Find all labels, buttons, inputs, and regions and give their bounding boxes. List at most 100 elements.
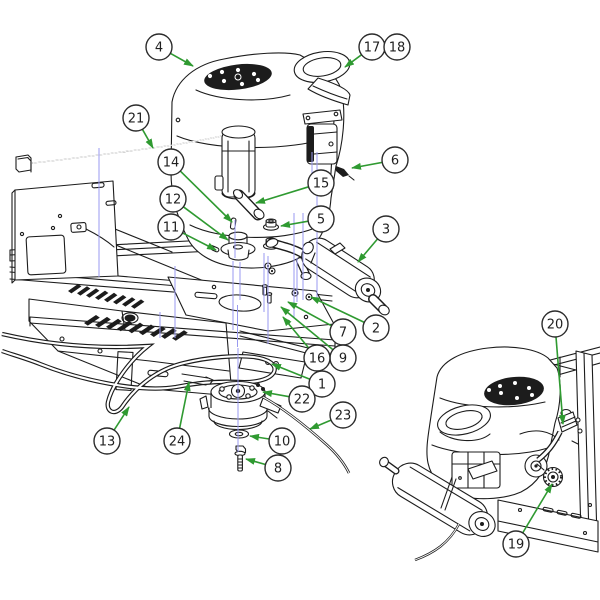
callout-number-20: 20: [547, 318, 564, 333]
callout-14[interactable]: 14: [157, 148, 233, 223]
callout-balloon-20[interactable]: [541, 310, 569, 338]
alignment-lines: [98, 148, 318, 452]
wire-connector: [15, 154, 32, 173]
muffler-illustration: [301, 237, 390, 316]
callout-balloon-3[interactable]: [372, 215, 400, 243]
leader-arrow-6: [351, 161, 383, 170]
callout-number-16: 16: [309, 352, 326, 367]
leader-arrow-8: [245, 458, 266, 466]
clutch-illustration: [199, 380, 282, 431]
callout-20[interactable]: 20: [541, 310, 569, 425]
leader-arrow-1: [271, 363, 311, 380]
callout-number-7: 7: [339, 326, 347, 341]
leader-arrow-9: [280, 306, 334, 351]
callout-number-22: 22: [294, 393, 311, 408]
callout-balloon-8[interactable]: [264, 454, 292, 482]
callout-17[interactable]: 17: [344, 33, 386, 68]
callout-8[interactable]: 8: [245, 454, 292, 482]
leader-arrow-21: [141, 128, 154, 149]
callout-number-24: 24: [169, 435, 186, 450]
clutch-cable: [262, 395, 351, 474]
fan-screen-holes: [207, 67, 261, 87]
callout-number-23: 23: [335, 409, 352, 424]
leader-arrow-7: [287, 301, 332, 327]
leader-arrow-3: [357, 238, 379, 263]
callout-balloon-11[interactable]: [157, 213, 185, 241]
leader-arrow-4: [169, 52, 194, 67]
callout-number-9: 9: [339, 352, 347, 367]
callout-6[interactable]: 6: [351, 146, 409, 174]
callout-number-1: 1: [318, 378, 326, 393]
callout-23[interactable]: 23: [309, 401, 357, 430]
callout-22[interactable]: 22: [262, 385, 316, 413]
callout-balloon-10[interactable]: [268, 427, 296, 455]
leader-arrow-5: [280, 220, 309, 228]
leader-arrow-13: [113, 406, 130, 431]
callout-balloon-6[interactable]: [381, 146, 409, 174]
leader-arrow-10: [249, 433, 270, 441]
callout-number-14: 14: [163, 156, 180, 171]
callout-24[interactable]: 24: [163, 381, 191, 455]
callout-21[interactable]: 21: [122, 104, 154, 149]
callout-balloon-18[interactable]: [383, 33, 411, 61]
callout-11[interactable]: 11: [157, 213, 217, 251]
callout-balloon-12[interactable]: [159, 185, 187, 213]
callout-number-12: 12: [165, 193, 182, 208]
callout-16[interactable]: 16: [282, 316, 331, 372]
callout-15[interactable]: 15: [255, 169, 335, 204]
callout-number-13: 13: [99, 435, 116, 450]
callout-balloon-23[interactable]: [329, 401, 357, 429]
leader-arrow-14: [179, 170, 233, 223]
callout-19[interactable]: 19: [502, 483, 553, 558]
callout-5[interactable]: 5: [280, 205, 335, 233]
callout-number-11: 11: [163, 221, 180, 236]
washer: [228, 429, 250, 439]
leader-arrow-20: [555, 336, 566, 425]
louver-slats: [68, 284, 188, 341]
callout-number-4: 4: [155, 41, 163, 56]
callout-number-3: 3: [382, 223, 390, 238]
bolt: [234, 445, 247, 472]
callout-10[interactable]: 10: [249, 427, 296, 455]
drive-belt: [1, 331, 277, 415]
leader-arrow-23: [309, 419, 332, 430]
callout-balloon-21[interactable]: [122, 104, 150, 132]
callout-number-19: 19: [508, 538, 525, 553]
engine-illustration: [170, 52, 345, 269]
leader-arrow-19: [522, 483, 553, 534]
callout-balloon-5[interactable]: [307, 205, 335, 233]
callout-balloon-24[interactable]: [163, 427, 191, 455]
callout-number-6: 6: [391, 154, 399, 169]
callout-balloon-19[interactable]: [502, 530, 530, 558]
callout-18[interactable]: 18: [383, 33, 411, 61]
callout-13[interactable]: 13: [93, 406, 130, 455]
callout-4[interactable]: 4: [145, 33, 194, 67]
crankshaft-pulley: [220, 231, 256, 261]
callout-number-10: 10: [274, 435, 291, 450]
oil-fill-tube: [232, 189, 265, 221]
callout-number-8: 8: [274, 462, 282, 477]
callout-12[interactable]: 12: [159, 185, 229, 241]
callout-3[interactable]: 3: [357, 215, 400, 263]
callout-balloon-22[interactable]: [288, 385, 316, 413]
callout-number-17: 17: [364, 41, 381, 56]
callout-1[interactable]: 1: [271, 363, 336, 398]
callout-number-21: 21: [128, 112, 145, 127]
air-cleaner-assembled: [437, 404, 491, 436]
callout-balloon-14[interactable]: [157, 148, 185, 176]
callout-balloon-15[interactable]: [307, 169, 335, 197]
callout-balloon-4[interactable]: [145, 33, 173, 61]
callout-balloon-2[interactable]: [362, 314, 390, 342]
callout-number-18: 18: [389, 41, 406, 56]
fuel-solenoid: [302, 109, 343, 165]
leader-arrow-11: [182, 232, 217, 251]
callout-balloon-16[interactable]: [303, 344, 331, 372]
callout-balloon-1[interactable]: [308, 370, 336, 398]
leader-arrow-22: [262, 390, 290, 398]
callout-2[interactable]: 2: [310, 296, 390, 342]
starter-motor: [214, 125, 256, 200]
callout-balloon-13[interactable]: [93, 427, 121, 455]
air-cleaner-cover: [293, 51, 351, 106]
